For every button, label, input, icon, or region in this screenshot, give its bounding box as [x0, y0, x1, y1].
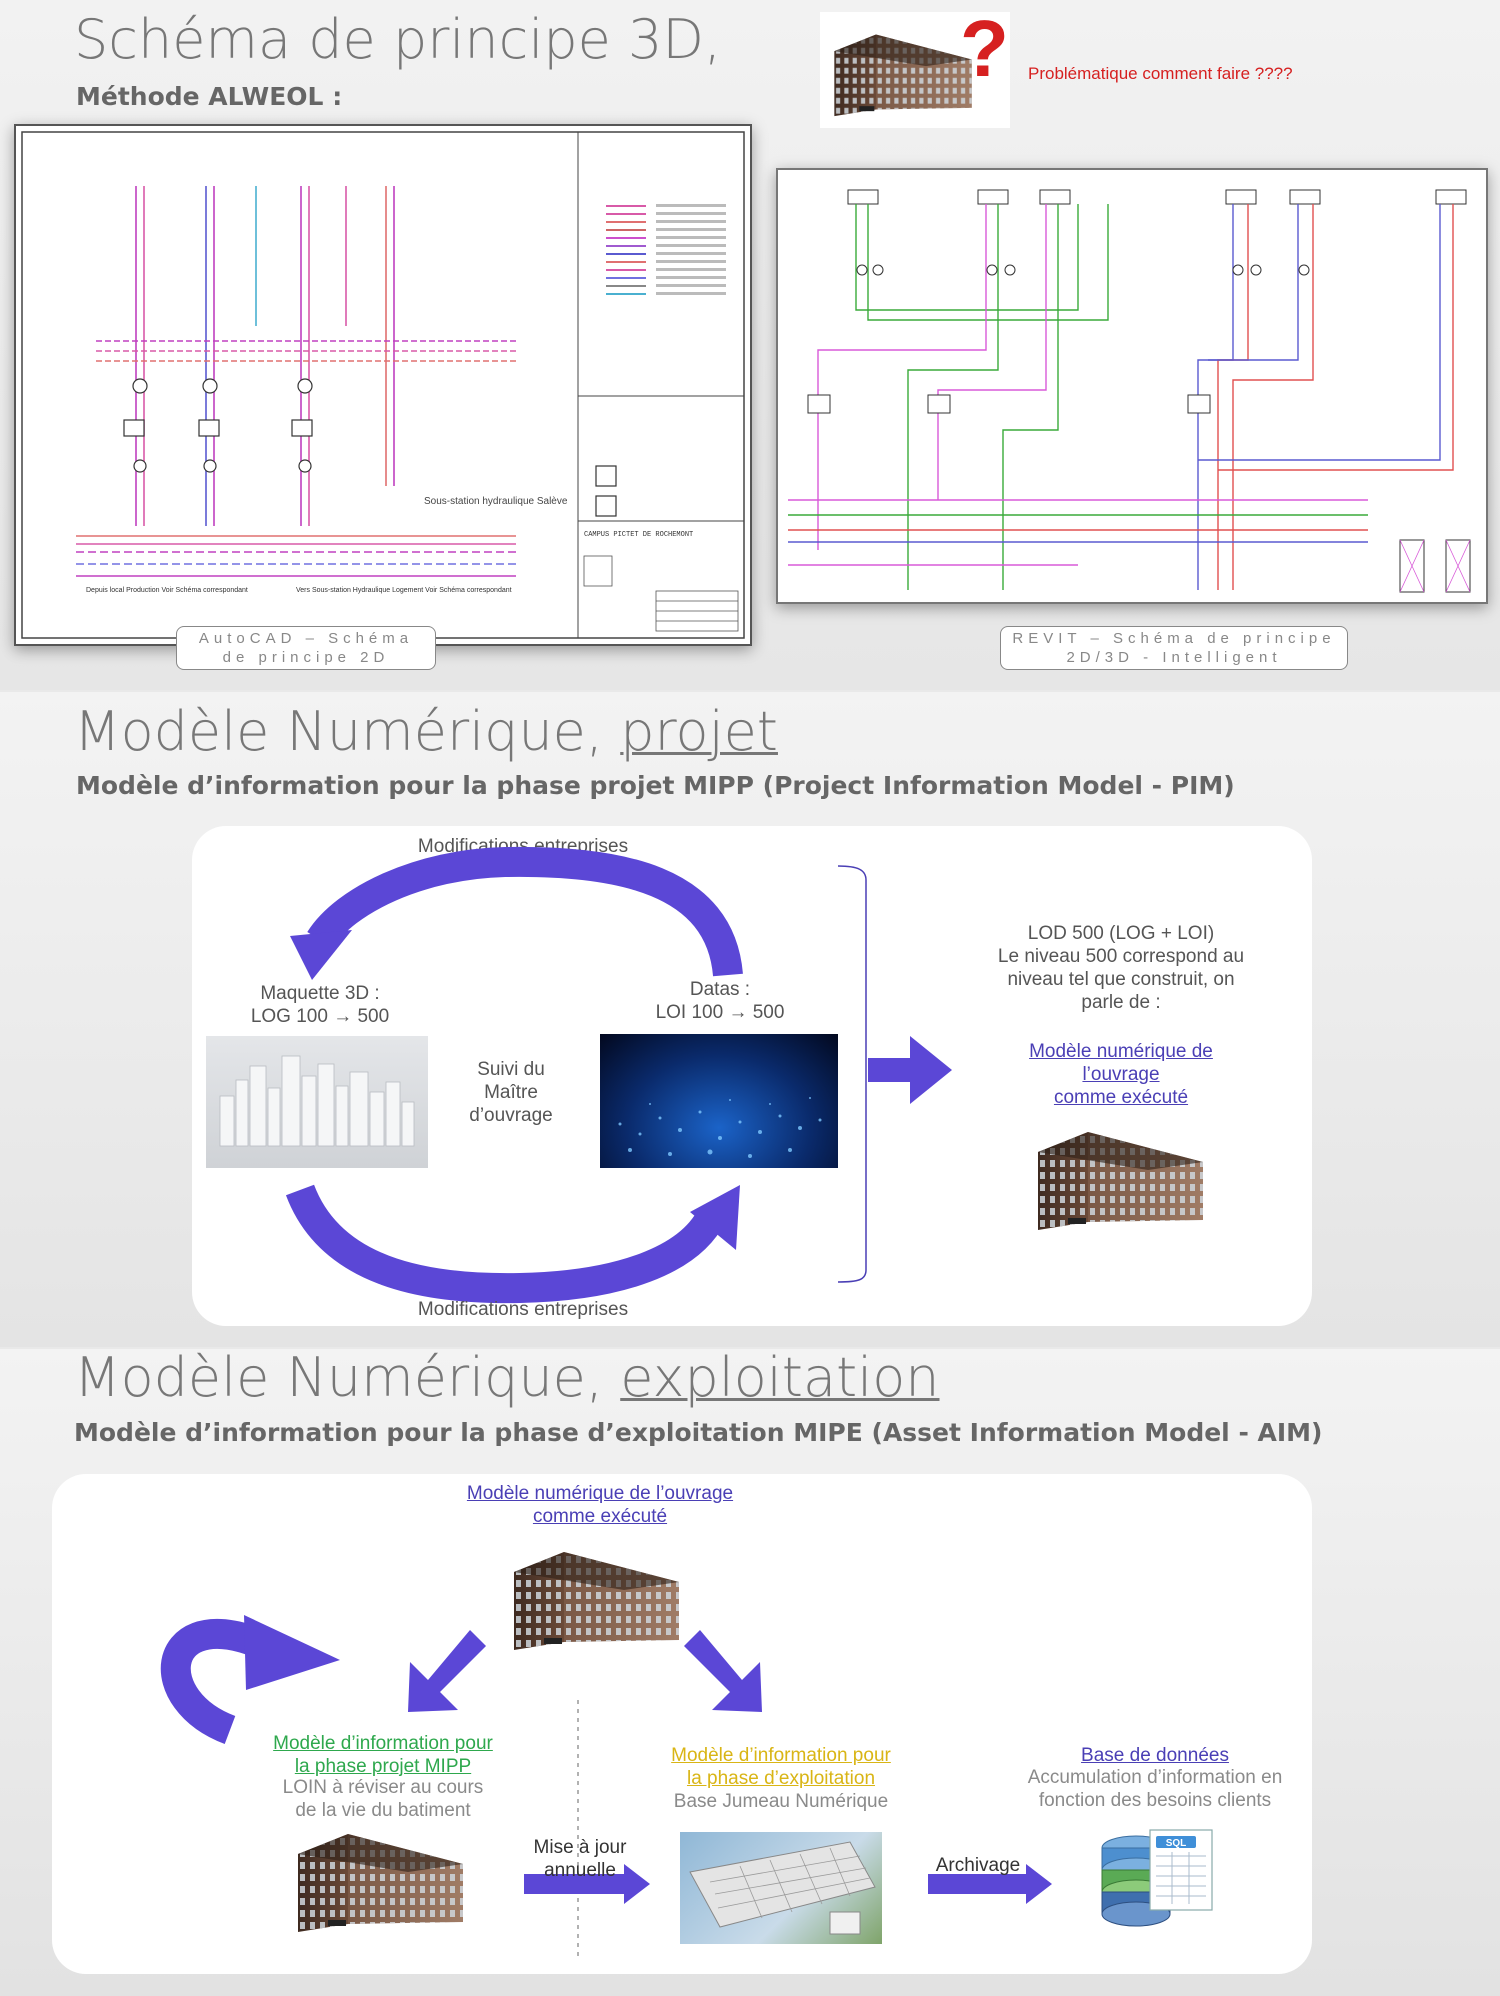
database-desc-1: Accumulation d’information en — [1027, 1767, 1283, 1788]
section2-title: Modèle Numérique, projet — [74, 700, 778, 763]
suivi-label-1: Suivi du — [477, 1059, 545, 1080]
lod-line-2: Le niveau 500 correspond au — [997, 946, 1245, 967]
autocad-label-depuis: Depuis local Production Voir Schéma corr… — [86, 587, 248, 594]
revit-drawing — [776, 168, 1488, 604]
lod-line-1: LOD 500 (LOG + LOI) — [1027, 923, 1215, 944]
revit-caption: REVIT – Schéma de principe 2D/3D - Intel… — [1000, 626, 1348, 670]
mipp-desc-2: de la vie du batiment — [295, 1800, 471, 1821]
revit-schematic — [788, 189, 1471, 593]
mipp-building-image — [288, 1824, 468, 1934]
as-built-link-1[interactable]: Modèle numérique de l’ouvrage — [466, 1483, 734, 1504]
lod-line-3: niveau tel que construit, on — [1007, 969, 1235, 990]
as-built-link-2[interactable]: comme exécuté — [532, 1506, 668, 1527]
top-arrow-label: Modifications entreprises — [417, 836, 629, 857]
mipp-link-1[interactable]: Modèle d’information pour — [273, 1733, 493, 1754]
section3-title-link[interactable]: exploitation — [620, 1346, 940, 1409]
mipe-description: Base Jumeau Numérique — [673, 1791, 889, 1812]
database-description: Accumulation d’information en fonction d… — [1004, 1766, 1306, 1812]
mipp-description: LOIN à réviser au cours de la vie du bat… — [258, 1776, 508, 1822]
autocad-label-vers: Vers Sous-station Hydraulique Logement V… — [296, 587, 512, 594]
autocad-label-sous-station: Sous-station hydraulique Salève — [424, 496, 568, 507]
autocad-drawing: Sous-station hydraulique Salève Depuis l… — [14, 124, 752, 646]
autocad-caption: AutoCAD – Schéma de principe 2D — [176, 626, 436, 670]
lod-link-2[interactable]: l’ouvrage — [1082, 1064, 1160, 1085]
maquette-label-2: LOG 100 → 500 — [250, 1006, 390, 1027]
mipe-link-2[interactable]: la phase d’exploitation — [686, 1768, 876, 1789]
maquette-label-1: Maquette 3D : — [260, 983, 380, 1004]
mipp-link-2[interactable]: la phase projet MIPP — [294, 1756, 472, 1777]
section1-title: Schéma de principe 3D, — [74, 8, 722, 71]
datas-label-2: LOI 100 → 500 — [655, 1002, 785, 1023]
lod-link-3[interactable]: comme exécuté — [1053, 1087, 1189, 1108]
question-mark-icon: ? — [960, 4, 1009, 93]
built-building-image — [1028, 1122, 1208, 1232]
datas-label-1: Datas : — [689, 979, 751, 1000]
bottom-arrow-label: Modifications entreprises — [417, 1299, 629, 1320]
mipp-link[interactable]: Modèle d’information pour la phase proje… — [248, 1732, 518, 1778]
data-image — [600, 1034, 838, 1168]
sql-label: SQL — [1166, 1838, 1187, 1849]
update-label: Mise à jour annuelle — [520, 1836, 640, 1882]
update-label-1: Mise à jour — [533, 1837, 627, 1858]
section2-title-link[interactable]: projet — [620, 700, 778, 763]
archive-label: Archivage — [935, 1855, 1021, 1876]
lod-description: LOD 500 (LOG + LOI) Le niveau 500 corres… — [976, 922, 1266, 1014]
suivi-label-2: Maître — [484, 1082, 538, 1103]
as-built-link[interactable]: Modèle numérique de l’ouvrage comme exéc… — [430, 1482, 770, 1528]
problem-text: Problématique comment faire ???? — [1028, 64, 1293, 83]
problem-building-image: ? — [820, 4, 1010, 128]
update-label-2: annuelle — [544, 1860, 616, 1881]
section2-title-prefix: Modèle Numérique, — [74, 700, 621, 763]
digital-twin-image — [680, 1832, 882, 1944]
maquette-label: Maquette 3D : LOG 100 → 500 — [220, 982, 420, 1028]
suivi-label: Suivi du Maître d’ouvrage — [446, 1058, 576, 1127]
lod-link[interactable]: Modèle numérique de l’ouvrage comme exéc… — [996, 1040, 1246, 1109]
mipe-link-1[interactable]: Modèle d’information pour — [671, 1745, 891, 1766]
database-desc-2: fonction des besoins clients — [1038, 1790, 1272, 1811]
section1-subtitle: Méthode ALWEOL : — [76, 82, 343, 111]
datas-label: Datas : LOI 100 → 500 — [620, 978, 820, 1024]
autocad-schematic: Sous-station hydraulique Salève Depuis l… — [21, 131, 745, 639]
section2-subtitle: Modèle d’information pour la phase proje… — [76, 771, 1235, 800]
mipe-link[interactable]: Modèle d’information pour la phase d’exp… — [646, 1744, 916, 1790]
mipp-desc-1: LOIN à réviser au cours — [282, 1777, 484, 1798]
autocad-label-campus: CAMPUS PICTET DE ROCHEMONT — [584, 531, 693, 539]
lod-line-4: parle de : — [1081, 992, 1161, 1013]
section3-title-prefix: Modèle Numérique, — [74, 1346, 621, 1409]
section3-title: Modèle Numérique, exploitation — [74, 1346, 940, 1409]
database-icon: SQL — [1096, 1820, 1216, 1940]
section3-subtitle: Modèle d’information pour la phase d’exp… — [74, 1418, 1323, 1447]
suivi-label-3: d’ouvrage — [469, 1105, 553, 1126]
as-built-building-image — [504, 1542, 684, 1652]
database-link[interactable]: Base de données — [1081, 1745, 1229, 1766]
city-model-image — [206, 1036, 428, 1168]
lod-link-1[interactable]: Modèle numérique de — [1029, 1041, 1213, 1062]
